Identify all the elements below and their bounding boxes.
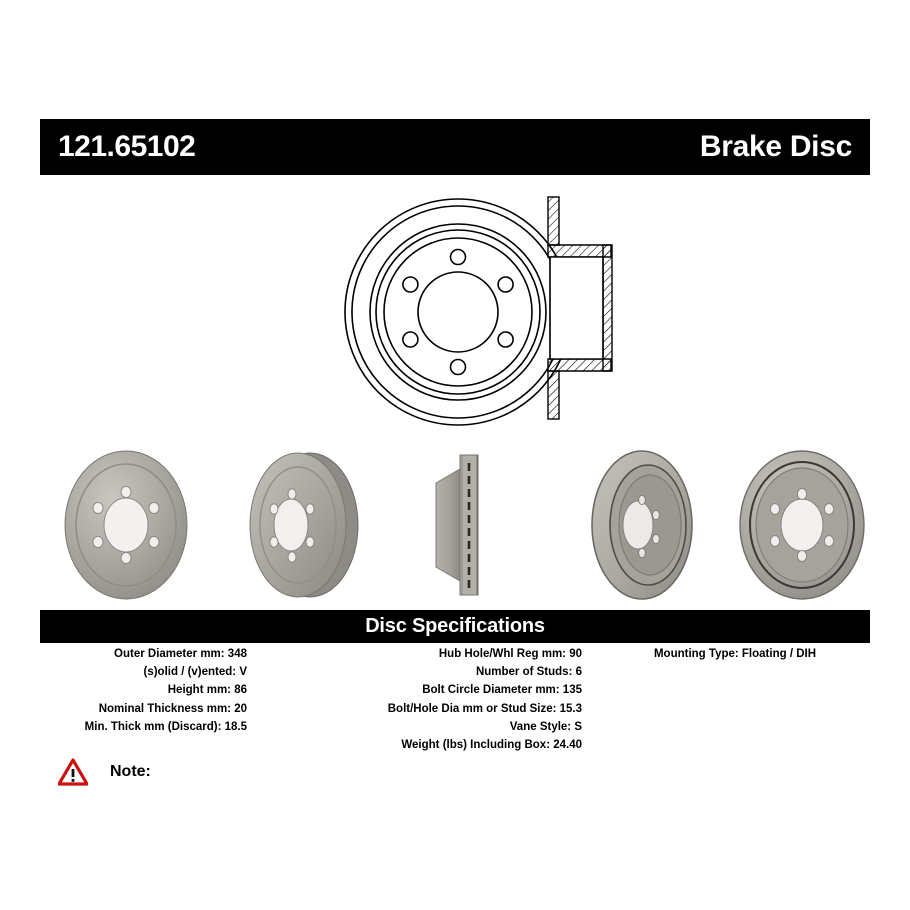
spec-row: Number of Studs: 6 <box>475 666 582 679</box>
spec-row: Nominal Thickness mm: 20 <box>98 702 247 715</box>
spec-column-left: Outer Diameter mm: 348 (s)olid / (v)ente… <box>40 645 255 736</box>
technical-drawing-area <box>40 185 870 435</box>
product-photo-row <box>40 445 870 607</box>
spec-row: Outer Diameter mm: 348 <box>114 648 247 660</box>
warning-triangle-icon <box>57 758 89 786</box>
note-label: Note: <box>110 763 151 780</box>
rotor-edge-vented-photo <box>422 445 502 610</box>
spec-column-middle: Hub Hole/Whl Reg mm: 90 Number of Studs:… <box>255 645 590 754</box>
spec-row: Bolt/Hole Dia mm or Stud Size: 15.3 <box>387 702 582 715</box>
rotor-front-view-drawing <box>308 187 608 442</box>
spec-row: Bolt Circle Diameter mm: 135 <box>422 684 582 697</box>
rotor-face-view-photo <box>54 445 204 610</box>
rotor-rear-face-photo <box>730 445 880 610</box>
spec-column-right: Mounting Type: Floating / DIH <box>590 645 870 663</box>
note-area: Note: <box>40 752 870 792</box>
rotor-cross-section-drawing <box>540 193 620 428</box>
rotor-angled-front-photo <box>218 445 378 610</box>
spec-row: Height mm: 86 <box>167 684 247 697</box>
product-type-title: Brake Disc <box>699 130 852 163</box>
spec-row: Vane Style: S <box>509 720 582 733</box>
spec-row: Mounting Type: Floating / DIH <box>653 648 817 660</box>
spec-row: Hub Hole/Whl Reg mm: 90 <box>438 648 582 660</box>
spec-row: Weight (lbs) Including Box: 24.40 <box>401 739 582 752</box>
stud-hole-group <box>402 248 514 376</box>
spec-row: Min. Thick mm (Discard): 18.5 <box>84 720 247 733</box>
disc-specifications-bar: Disc Specifications <box>40 610 870 643</box>
header-bar: 121.65102 Brake Disc <box>40 119 870 175</box>
specifications-columns: Outer Diameter mm: 348 (s)olid / (v)ente… <box>40 645 870 754</box>
specs-title: Disc Specifications <box>365 615 545 637</box>
rotor-angled-rear-photo <box>570 445 730 610</box>
part-number: 121.65102 <box>58 130 196 163</box>
spec-row: (s)olid / (v)ented: V <box>143 666 248 679</box>
